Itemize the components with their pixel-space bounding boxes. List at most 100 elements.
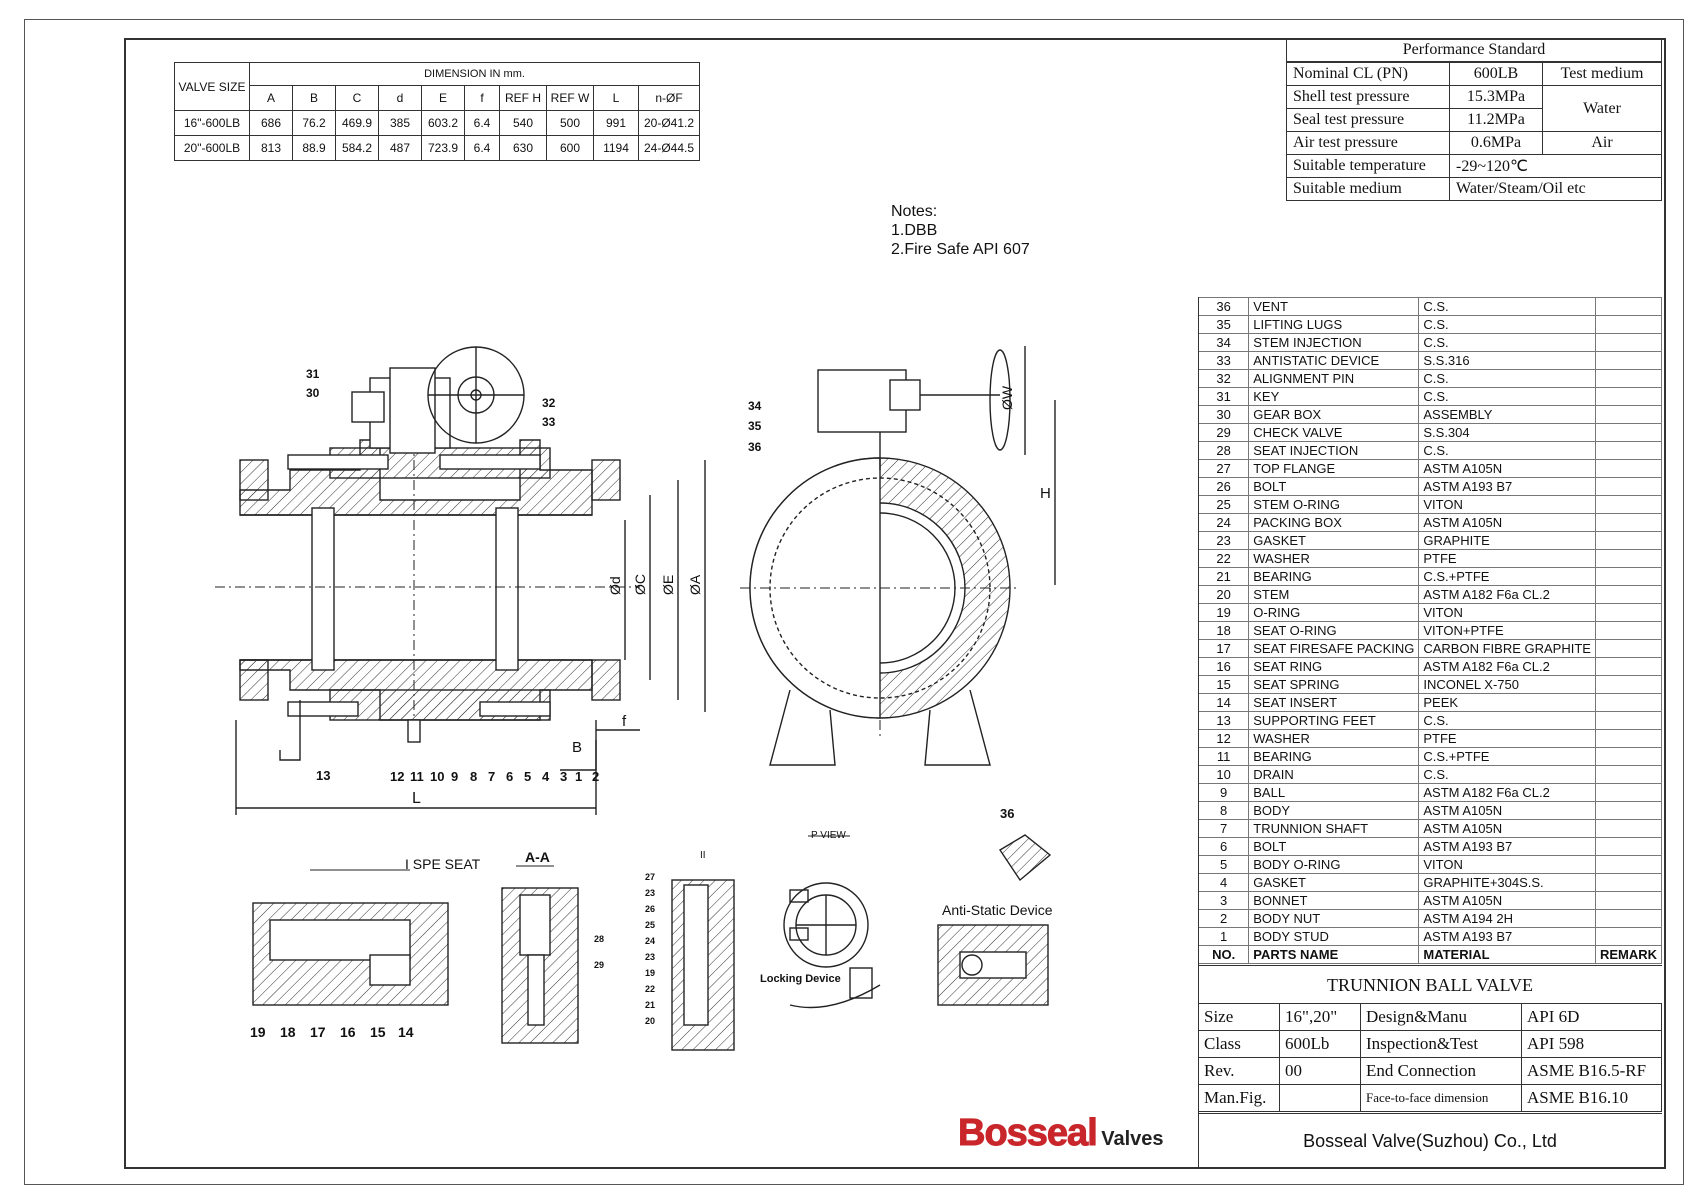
- dim-d-label: Ød: [607, 576, 623, 595]
- dim-w-label: ØW: [999, 385, 1015, 410]
- dimension-cell: 20-Ø41.2: [638, 110, 700, 136]
- valve-size-header: VALVE SIZE: [174, 62, 250, 111]
- parts-cell-no: 24: [1197, 513, 1250, 532]
- spec-value: API 598: [1521, 1030, 1662, 1058]
- parts-cell-name: LIFTING LUGS: [1248, 315, 1420, 334]
- parts-cell-no: 14: [1197, 693, 1250, 712]
- dim-h-label: H: [1040, 485, 1051, 502]
- dimension-column-header: L: [593, 85, 639, 111]
- dimension-cell: 6.4: [464, 135, 500, 161]
- callout-number: 32: [542, 396, 556, 410]
- dimension-cell: 723.9: [421, 135, 465, 161]
- spec-label: Face-to-face dimension: [1360, 1084, 1522, 1112]
- perf-medium: Test medium: [1542, 61, 1662, 86]
- company-name: Bosseal Valve(Suzhou) Co., Ltd: [1198, 1113, 1662, 1168]
- callout-number: 19: [250, 1024, 266, 1040]
- parts-cell-material: ASTM A105N: [1418, 819, 1596, 838]
- side-view: [740, 346, 1056, 766]
- spec-label: End Connection: [1360, 1057, 1522, 1085]
- callout-number: 21: [645, 1000, 655, 1010]
- callout-number: 4: [542, 769, 550, 784]
- perf-medium: Air: [1542, 131, 1662, 155]
- parts-cell-material: GRAPHITE+304S.S.: [1418, 873, 1596, 892]
- perf-value: 0.6MPa: [1449, 131, 1543, 155]
- locking-device-label: Locking Device: [760, 973, 841, 985]
- notes-title: Notes:: [891, 203, 938, 220]
- dimension-cell: 584.2: [335, 135, 379, 161]
- dim-f-label: f: [622, 713, 627, 730]
- parts-cell-no: 15: [1197, 675, 1250, 694]
- perf-label: Suitable medium: [1286, 177, 1450, 201]
- section-aa-label: A-A: [525, 849, 550, 865]
- spec-value: 00: [1279, 1057, 1361, 1085]
- callout-number: 30: [306, 386, 320, 400]
- main-section-view: [215, 346, 706, 815]
- callout-number: 16: [340, 1024, 356, 1040]
- dimension-cell: 385: [378, 110, 422, 136]
- callout-number: 5: [524, 769, 531, 784]
- parts-cell-no: 32: [1197, 369, 1250, 388]
- parts-header-cell: MATERIAL: [1418, 945, 1596, 964]
- dimension-header: DIMENSION IN mm.: [249, 62, 700, 86]
- dimension-cell: 500: [546, 110, 594, 136]
- perf-label: Nominal CL (PN): [1286, 61, 1450, 86]
- callout-number: 26: [645, 904, 655, 914]
- callout-number: 20: [645, 1016, 655, 1026]
- parts-header-cell: REMARK: [1594, 945, 1663, 964]
- parts-cell-material: C.S.+PTFE: [1418, 567, 1596, 586]
- callout-number: 10: [430, 769, 444, 784]
- callout-number: 19: [645, 968, 655, 978]
- notes: Notes: 1.DBB 2.Fire Safe API 607: [891, 202, 1030, 259]
- title-block-divider: [1198, 297, 1199, 1167]
- spec-label: Rev.: [1198, 1057, 1280, 1085]
- parts-cell-name: WASHER: [1248, 729, 1420, 748]
- parts-cell-name: GASKET: [1248, 873, 1420, 892]
- dimension-cell: 6.4: [464, 110, 500, 136]
- parts-cell-material: ASTM A105N: [1418, 801, 1596, 820]
- parts-cell-name: SEAT RING: [1248, 657, 1420, 676]
- callout-number: 17: [310, 1024, 326, 1040]
- spec-value: 600Lb: [1279, 1030, 1361, 1058]
- callout-number: 1: [575, 769, 582, 784]
- anti-static-label: Anti-Static Device: [942, 902, 1053, 918]
- dimension-cell: 630: [499, 135, 547, 161]
- detail-ii-label: II: [700, 850, 706, 861]
- dimension-cell: 76.2: [292, 110, 336, 136]
- dim-l-label: L: [412, 790, 421, 807]
- parts-cell-name: BODY NUT: [1248, 909, 1420, 928]
- parts-cell-no: 34: [1197, 333, 1250, 352]
- dimension-cell: 24-Ø44.5: [638, 135, 700, 161]
- valve-size-cell: 20"-600LB: [174, 135, 250, 161]
- callout-number: 31: [306, 367, 320, 381]
- callout-number: 14: [398, 1024, 414, 1040]
- note-item: 1.DBB: [891, 222, 938, 239]
- callout-number: 29: [594, 960, 604, 970]
- logo-suffix: Valves: [1101, 1128, 1164, 1150]
- parts-cell-material: ASTM A182 F6a CL.2: [1418, 657, 1596, 676]
- parts-cell-name: BODY STUD: [1248, 927, 1420, 946]
- dimension-cell: 88.9: [292, 135, 336, 161]
- callout-number: 24: [645, 936, 655, 946]
- product-title: TRUNNION BALL VALVE: [1198, 965, 1662, 1004]
- p-view: [783, 835, 881, 1009]
- anti-static-device-view: [937, 834, 1052, 1006]
- spec-label: Man.Fig.: [1198, 1084, 1280, 1112]
